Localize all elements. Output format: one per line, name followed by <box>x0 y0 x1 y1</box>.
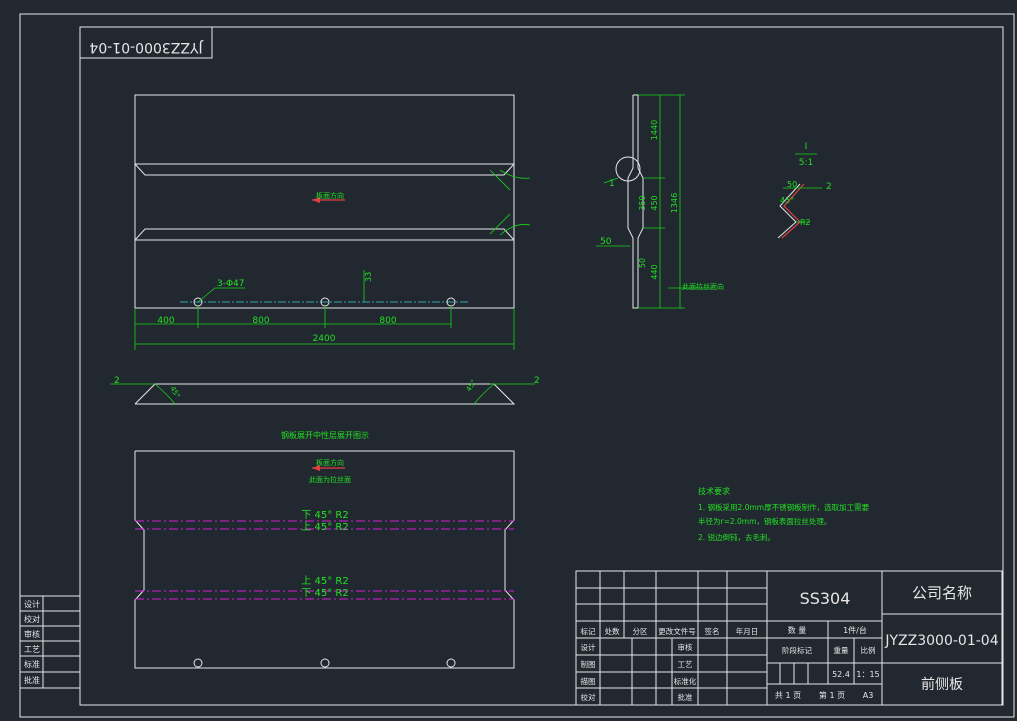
scale-value: 1：15 <box>856 670 879 679</box>
detail-circle <box>615 156 641 182</box>
left-box-label: 校对 <box>24 614 40 624</box>
front-view: 板面方向 3-Φ47 33 400 800 800 2400 <box>134 94 531 350</box>
header-cell: 处数 <box>605 626 620 636</box>
left-box-label: 标准 <box>24 659 40 669</box>
section-right-angle: 45° <box>465 378 478 393</box>
dim-400: 400 <box>157 316 174 326</box>
scale-label: 比例 <box>861 645 876 655</box>
header-cell: 更改文件号 <box>658 626 696 636</box>
sheet-number: 第 1 页 <box>819 690 845 700</box>
bend-label-3: 上 45° R2 <box>301 575 348 587</box>
flat-label-1: 板面方向 <box>316 458 344 467</box>
left-box-label: 工艺 <box>24 645 40 654</box>
bend-label-4: 下 45° R2 <box>301 588 348 599</box>
bend-label-2: 上 45° R2 <box>301 521 348 533</box>
left-box-label: 批准 <box>24 675 40 685</box>
left-signature-box: 设计 校对 审核 工艺 标准 批准 <box>19 595 81 689</box>
dim-total: 2400 <box>313 334 336 344</box>
row-label: 设计 <box>581 642 596 652</box>
side-dim-50: 50 <box>638 258 647 268</box>
qty-value: 1件/台 <box>843 625 867 635</box>
material: SS304 <box>800 589 851 608</box>
row-label: 制图 <box>581 659 596 669</box>
side-dim-450: 450 <box>650 195 659 210</box>
inner-frame <box>79 26 1004 706</box>
weight-label: 重量 <box>834 646 849 655</box>
section-view: 2 2 45° 45° <box>110 376 540 405</box>
header-cell: 签名 <box>705 626 720 636</box>
detail-title: I <box>805 142 808 152</box>
detail-radius: R2 <box>800 218 811 227</box>
section-right-2: 2 <box>534 376 540 386</box>
flat-hole <box>446 658 456 668</box>
detail-dim-2: 2 <box>826 182 832 192</box>
title-drawing-number: JYZZ3000-01-04 <box>884 633 998 649</box>
bend-label-1: 下 45° R2 <box>301 510 348 521</box>
flat-arrow-icon <box>312 465 320 471</box>
tech-line-3: 2. 锐边倒钝，去毛刺。 <box>698 532 775 542</box>
header-cell: 分区 <box>633 627 648 636</box>
flat-title: 钢板展开中性层展开图示 <box>281 430 369 440</box>
dim-33: 33 <box>364 272 373 282</box>
side-dim-1440: 1440 <box>650 120 659 140</box>
arrow-head-icon <box>312 197 320 203</box>
sheet-format: A3 <box>863 691 874 700</box>
tech-requirements: 技术要求 1. 钢板采用2.0mm厚不锈钢板制作，选取加工需要 半径为r=2.0… <box>698 486 870 542</box>
dim-800-a: 800 <box>252 316 269 326</box>
section-left-2: 2 <box>114 376 120 386</box>
side-dim-440: 440 <box>650 264 659 279</box>
company-name: 公司名称 <box>912 584 972 602</box>
section-left-angle: 45° <box>168 385 181 400</box>
side-dim-350: 350 <box>638 195 647 210</box>
side-dim-1346: 1346 <box>670 193 679 213</box>
title-block: 标记 处数 分区 更改文件号 签名 年月日 设计 制图 描图 校对 审核 工艺 … <box>575 570 1003 706</box>
drawing-number-rotated: JYZZ3000-01-04 <box>89 39 203 55</box>
front-arrow-label: 板面方向 <box>316 191 344 200</box>
left-box-label: 审核 <box>24 629 40 639</box>
left-box-label: 设计 <box>24 599 40 609</box>
mid-label: 标准化 <box>674 676 697 686</box>
qty-label: 数 量 <box>788 625 807 635</box>
tech-line-1: 1. 钢板采用2.0mm厚不锈钢板制作，选取加工需要 <box>698 502 870 512</box>
drawing-number-box: JYZZ3000-01-04 <box>80 27 213 59</box>
hole-label: 3-Φ47 <box>217 279 245 289</box>
row-label: 描图 <box>581 676 596 686</box>
section-outline <box>134 383 516 405</box>
flat-pattern: 钢板展开中性层展开图示 板面方向 此面为拉丝面 下 45° R2 上 45° R… <box>134 430 515 669</box>
stage-label: 阶段标记 <box>782 645 812 655</box>
sheet-count: 共 1 页 <box>775 691 801 700</box>
mid-label: 审核 <box>678 642 693 652</box>
detail-view: I 5:1 50 2 45° R2 <box>777 142 832 239</box>
row-label: 校对 <box>581 692 596 702</box>
detail-dim-50: 50 <box>787 180 797 189</box>
tech-line-2: 半径为r=2.0mm，钢板表面拉丝处理。 <box>698 516 831 526</box>
flat-hole <box>320 658 330 668</box>
detail-profile <box>777 183 801 239</box>
mid-label: 工艺 <box>678 660 693 669</box>
surface-note: 此面拉丝面向 <box>682 282 724 291</box>
side-dim-50-left: 50 <box>600 237 612 247</box>
dim-800-b: 800 <box>379 316 396 326</box>
header-cell: 年月日 <box>736 626 759 636</box>
weight-value: 52.4 <box>832 670 850 679</box>
mid-label: 批准 <box>678 692 693 702</box>
outer-frame <box>19 13 1015 718</box>
flat-outline <box>134 450 515 669</box>
detail-angle: 45° <box>780 196 794 205</box>
front-view-outline <box>134 94 515 309</box>
side-view: 1 1440 350 450 1346 50 440 50 此面拉丝面向 <box>596 94 724 309</box>
flat-hole <box>193 658 203 668</box>
tech-title: 技术要求 <box>698 486 730 496</box>
header-cell: 标记 <box>581 626 596 636</box>
flat-label-2: 此面为拉丝面 <box>309 475 351 484</box>
part-name: 前侧板 <box>921 676 963 693</box>
side-callout: 1 <box>609 179 615 189</box>
detail-scale: 5:1 <box>799 158 813 168</box>
